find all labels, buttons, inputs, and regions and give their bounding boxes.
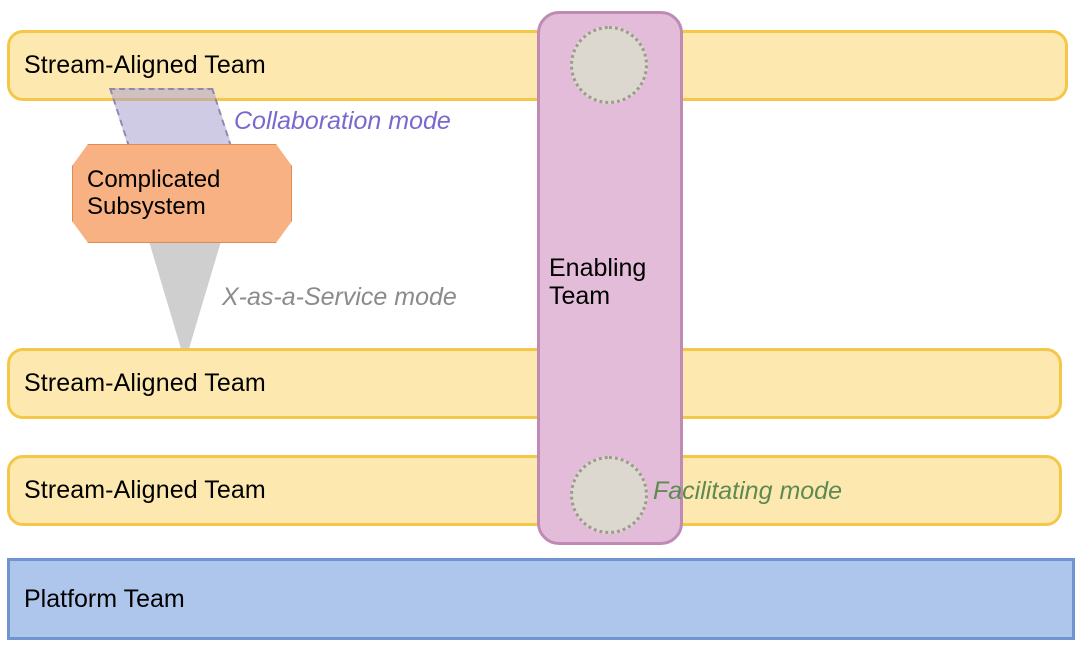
facilitating-mode-label: Facilitating mode xyxy=(653,477,842,505)
stream-aligned-team-label-1: Stream-Aligned Team xyxy=(24,51,266,79)
x-as-a-service-mode-label: X-as-a-Service mode xyxy=(222,283,457,311)
collaboration-mode-label: Collaboration mode xyxy=(234,107,451,135)
x-as-a-service-triangle-shape xyxy=(148,238,222,362)
enabling-team-label-line2: Team xyxy=(549,282,611,310)
triangle-polygon xyxy=(148,238,222,362)
complicated-subsystem-shape[interactable]: Complicated Subsystem xyxy=(72,144,292,243)
enabling-team-label: Enabling Team xyxy=(549,254,646,310)
stream-aligned-team-bar-3[interactable]: Stream-Aligned Team xyxy=(7,455,1062,526)
stream-aligned-team-label-3: Stream-Aligned Team xyxy=(24,476,266,504)
enabling-team-label-line1: Enabling xyxy=(549,254,647,282)
platform-team-bar[interactable]: Platform Team xyxy=(7,558,1075,640)
complicated-subsystem-label-line1: Complicated xyxy=(87,165,221,193)
complicated-subsystem-label-line2: Subsystem xyxy=(87,192,206,220)
stream-aligned-team-label-2: Stream-Aligned Team xyxy=(24,369,266,397)
stream-aligned-team-bar-2[interactable]: Stream-Aligned Team xyxy=(7,348,1062,419)
facilitating-circle-top xyxy=(570,26,648,104)
platform-team-label: Platform Team xyxy=(24,584,185,613)
facilitating-circle-bottom xyxy=(570,456,648,534)
